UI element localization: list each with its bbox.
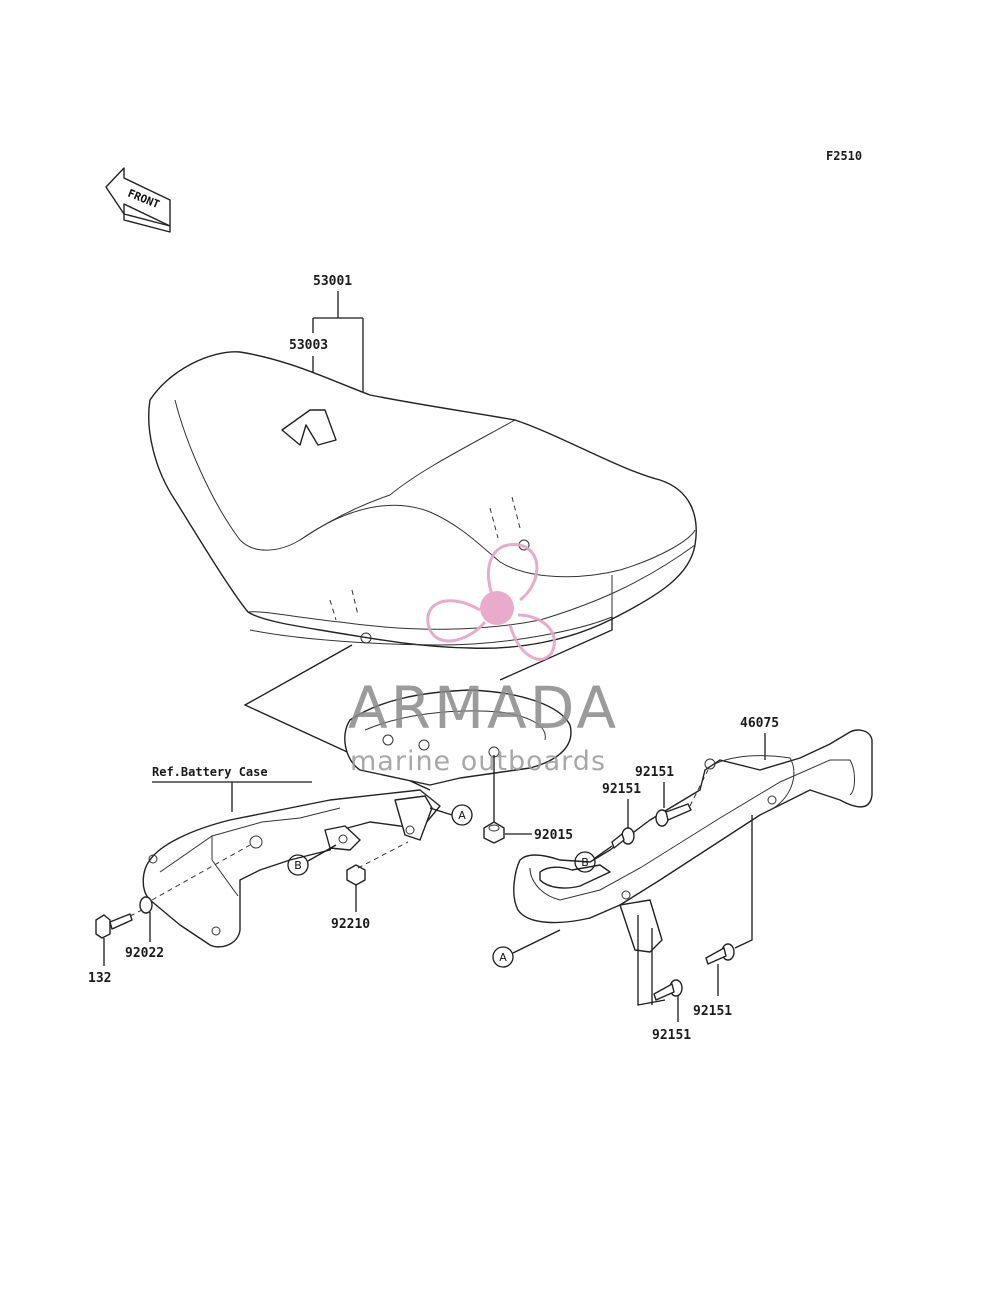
callout-a-left-letter: A <box>458 809 466 822</box>
front-arrow-icon: FRONT <box>105 167 171 233</box>
callout-a-right <box>492 946 514 968</box>
label-53003: 53003 <box>289 338 328 353</box>
callout-b-right-letter: B <box>581 856 589 869</box>
label-53001: 53001 <box>313 274 352 289</box>
watermark-propeller-logo <box>426 542 556 661</box>
bolt-92151-bottom-2-icon <box>705 943 735 965</box>
ref-battery-case: Ref.Battery Case <box>152 765 268 779</box>
figure-code: F2510 <box>826 149 862 163</box>
cap-nut-92015-icon <box>483 821 505 844</box>
callout-a-right-letter: A <box>499 951 507 964</box>
label-92151-bottom-1: 92151 <box>652 1028 691 1043</box>
nut-92210-icon <box>346 864 366 886</box>
watermark-brand: ARMADA <box>348 674 619 742</box>
callout-b-right <box>574 851 596 873</box>
washer-icon <box>139 896 153 914</box>
callout-b-left <box>287 854 309 876</box>
seat <box>148 351 697 649</box>
bolt-92151-top-1-icon <box>655 803 692 827</box>
label-92151-top-2: 92151 <box>602 782 641 797</box>
bolt-92151-bottom-1-icon <box>653 979 683 1001</box>
label-92210: 92210 <box>331 917 370 932</box>
callout-b-left-letter: B <box>294 859 302 872</box>
seat-bracket <box>142 689 572 948</box>
label-132: 132 <box>88 971 111 986</box>
watermark-tagline: marine outboards <box>350 746 606 777</box>
bolt-132-icon <box>95 913 133 939</box>
bolt-92151-top-2-icon <box>611 827 635 849</box>
label-92151-bottom-2: 92151 <box>693 1004 732 1019</box>
label-92022: 92022 <box>125 946 164 961</box>
label-46075: 46075 <box>740 716 779 731</box>
label-92015: 92015 <box>534 828 573 843</box>
label-92151-top-1: 92151 <box>635 765 674 780</box>
